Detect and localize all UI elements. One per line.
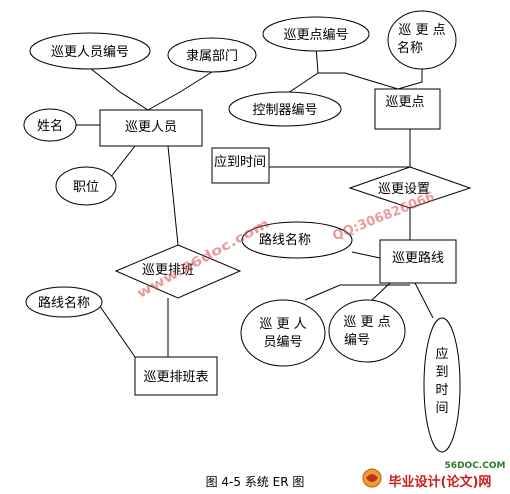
attr-point-id: 巡更点编号 bbox=[262, 16, 370, 52]
attr-department: 隶属部门 bbox=[167, 37, 257, 73]
svg-text:巡 更 人: 巡 更 人 bbox=[259, 317, 306, 332]
svg-text:巡更路线: 巡更路线 bbox=[392, 250, 444, 266]
svg-text:巡更人员编号: 巡更人员编号 bbox=[51, 45, 129, 60]
entity-patrol-schedule: 巡更排班表 bbox=[134, 356, 218, 396]
svg-text:巡更点: 巡更点 bbox=[385, 95, 424, 110]
edge-route-name-a bbox=[96, 301, 136, 358]
svg-text:路线名称: 路线名称 bbox=[38, 295, 90, 311]
svg-text:应到时间: 应到时间 bbox=[214, 154, 266, 170]
attr-route-point-id: 巡 更 点 编号 bbox=[328, 299, 406, 363]
attr-point-name: 巡 更 点 名称 bbox=[387, 10, 457, 70]
svg-text:应: 应 bbox=[435, 346, 448, 362]
edge-department bbox=[147, 71, 213, 111]
svg-text:控制器编号: 控制器编号 bbox=[252, 103, 317, 118]
svg-text:56DOC.COM: 56DOC.COM bbox=[445, 461, 506, 471]
edge-route-point bbox=[371, 282, 391, 301]
edge-person-schedule bbox=[167, 145, 179, 246]
attr-controller-id: 控制器编号 bbox=[228, 91, 342, 127]
svg-text:职位: 职位 bbox=[73, 180, 99, 195]
svg-text:巡 更 点: 巡 更 点 bbox=[398, 23, 445, 38]
svg-text:巡 更 点: 巡 更 点 bbox=[343, 315, 390, 330]
svg-text:毕业设计(论文)网: 毕业设计(论文)网 bbox=[389, 474, 492, 490]
site-logo: 56DOC.COM 毕业设计(论文)网 bbox=[362, 461, 506, 490]
attr-route-arrival-time: 应 到 时 间 bbox=[423, 317, 461, 453]
svg-text:路线名称: 路线名称 bbox=[259, 232, 311, 248]
svg-text:时: 时 bbox=[435, 383, 448, 398]
edge-route-name-b bbox=[351, 251, 381, 259]
entity-patrol-point: 巡更点 bbox=[374, 88, 441, 130]
edge-controller bbox=[287, 72, 319, 94]
svg-text:巡更设置: 巡更设置 bbox=[378, 182, 430, 197]
entity-patrol-route: 巡更路线 bbox=[379, 239, 457, 284]
edge-point-name bbox=[397, 69, 423, 90]
attr-route-person-id: 巡 更 人 员编号 bbox=[240, 299, 326, 367]
attr-person-id: 巡更人员编号 bbox=[29, 32, 151, 70]
edge-point-id bbox=[315, 45, 399, 90]
svg-text:员编号: 员编号 bbox=[263, 335, 302, 350]
attr-arrival-time-box: 应到时间 bbox=[211, 147, 270, 184]
attr-position: 职位 bbox=[55, 166, 117, 206]
svg-text:间: 间 bbox=[435, 401, 448, 416]
svg-text:巡更排班: 巡更排班 bbox=[142, 263, 194, 278]
edge-route-person bbox=[304, 284, 410, 301]
svg-text:到: 到 bbox=[435, 365, 448, 380]
svg-text:编号: 编号 bbox=[344, 333, 370, 348]
connectors bbox=[75, 45, 434, 358]
attr-route-name-a: 路线名称 bbox=[25, 286, 103, 318]
attr-route-name-b: 路线名称 bbox=[241, 221, 353, 259]
edge-person-id bbox=[89, 67, 149, 111]
svg-text:巡更排班表: 巡更排班表 bbox=[143, 370, 208, 385]
edge-position bbox=[109, 145, 136, 179]
svg-text:隶属部门: 隶属部门 bbox=[186, 49, 238, 64]
entity-patrol-person: 巡更人员 bbox=[99, 109, 203, 147]
svg-text:巡更点编号: 巡更点编号 bbox=[283, 28, 348, 43]
rel-setting: 巡更设置 bbox=[348, 166, 472, 209]
rel-schedule: 巡更排班 bbox=[114, 244, 242, 299]
edge-route-time bbox=[414, 282, 434, 319]
attr-name: 姓名 bbox=[23, 108, 77, 142]
figure-caption: 图 4-5 系统 ER 图 bbox=[206, 475, 305, 489]
svg-text:名称: 名称 bbox=[397, 40, 423, 56]
svg-text:巡更人员: 巡更人员 bbox=[125, 120, 177, 135]
svg-text:姓名: 姓名 bbox=[37, 118, 63, 134]
